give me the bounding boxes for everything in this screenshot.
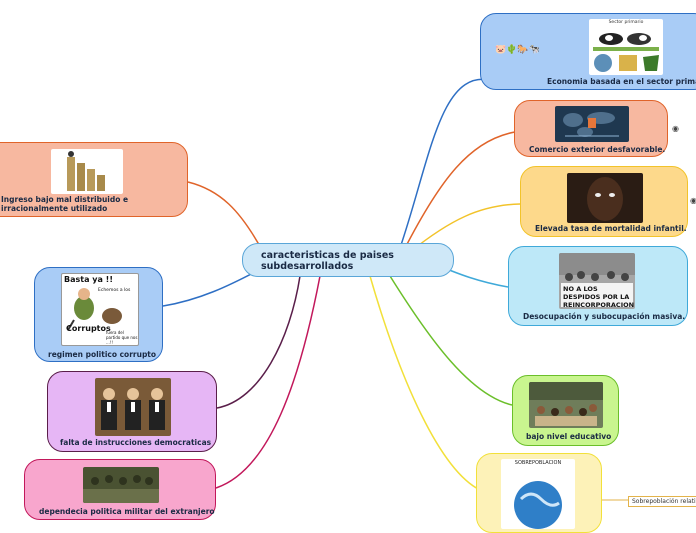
economia-label: Economia basada en el sector primario [547, 77, 696, 86]
child-portrait-image [567, 173, 643, 223]
globe-icon: ◉ [672, 124, 679, 133]
world-trade-image [555, 106, 629, 142]
cartoon-text-3: Corruptos [66, 324, 111, 333]
corruption-cartoon-image: Basta ya !! Echemos a los Corruptos fuer… [61, 273, 139, 346]
connector-sobrepoblacion [369, 275, 481, 491]
connector-economia [399, 78, 491, 249]
educativo-label: bajo nivel educativo [526, 432, 612, 441]
mortalidad-label: Elevada tasa de mortalidad infantil. [535, 224, 687, 233]
regimen-label: regimen politico corrupto [48, 350, 157, 359]
sobrepoblacion-relativa-label[interactable]: Sobrepoblación relativa [628, 496, 696, 507]
connector-falta [216, 275, 301, 409]
connector-mortalidad [409, 203, 521, 253]
sector-primario-caption: Sector primario [608, 20, 644, 25]
soldiers-image [83, 467, 159, 503]
falta-label: falta de instrucciones democraticas [60, 438, 212, 447]
node-sobrepoblacion[interactable]: SOBREPOBLACION [476, 453, 602, 533]
node-economia[interactable]: 🐷🌵🐎🐄 Sector primario Economia basada en … [480, 13, 696, 90]
sector-primario-image: Sector primario [589, 19, 663, 75]
desocupacion-label: Desocupación y subocupación masiva. [523, 312, 686, 321]
sobrepoblacion-image: SOBREPOBLACION [501, 459, 575, 529]
connector-educativo [389, 275, 513, 406]
node-desocupacion[interactable]: NO A LOS DESPIDOS POR LA REINCORPORACION… [508, 246, 688, 326]
central-topic-line2: subdesarrollados [261, 261, 354, 272]
node-mortalidad[interactable]: Elevada tasa de mortalidad infantil. [520, 166, 688, 237]
protest-banner-text: NO A LOS DESPIDOS POR LA REINCORPORACION [563, 285, 635, 309]
protest-image: NO A LOS DESPIDOS POR LA REINCORPORACION [559, 253, 635, 309]
cartoon-text-4: fuera del partido que nos ...!! [106, 330, 138, 345]
node-regimen[interactable]: Basta ya !! Echemos a los Corruptos fuer… [34, 267, 163, 362]
classroom-image [529, 382, 603, 428]
farm-animal-icons: 🐷🌵🐎🐄 [495, 45, 540, 55]
central-topic-line1: caracteristicas de paises [261, 250, 394, 261]
sobrepoblacion-caption: SOBREPOBLACION [514, 460, 562, 466]
officials-image [95, 378, 171, 436]
ingreso-label-line2: irracionalmente utilizado [1, 204, 108, 213]
connector-lines [162, 78, 628, 501]
node-dependecia[interactable]: dependecia politica militar del extranje… [24, 459, 216, 520]
dependecia-label: dependecia politica militar del extranje… [39, 507, 215, 516]
money-stacks-image [51, 149, 123, 194]
node-ingreso[interactable]: Ingreso bajo mal distribuido e irraciona… [0, 142, 188, 217]
connector-regimen [162, 271, 256, 307]
globe-icon-2: ◉ [690, 196, 696, 205]
mind-map-canvas: caracteristicas de paises subdesarrollad… [0, 13, 696, 533]
ingreso-label: Ingreso bajo mal distribuido e irraciona… [1, 195, 128, 213]
cartoon-text-2: Echemos a los [98, 288, 131, 293]
connector-ingreso [187, 181, 263, 251]
node-falta[interactable]: falta de instrucciones democraticas [47, 371, 217, 452]
central-topic[interactable]: caracteristicas de paises subdesarrollad… [242, 243, 454, 277]
connector-dependecia [215, 275, 321, 489]
ingreso-label-line1: Ingreso bajo mal distribuido e [1, 195, 129, 204]
comercio-label: Comercio exterior desfavorable. [529, 145, 666, 154]
node-comercio[interactable]: Comercio exterior desfavorable. [514, 100, 668, 157]
cartoon-text-1: Basta ya !! [64, 275, 113, 284]
connector-comercio [403, 131, 516, 251]
node-educativo[interactable]: bajo nivel educativo [512, 375, 619, 446]
